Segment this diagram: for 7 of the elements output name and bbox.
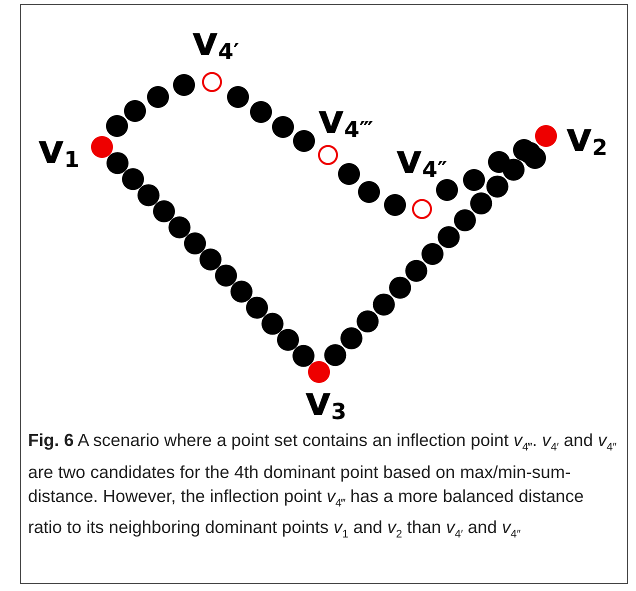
figure-caption: Fig. 6 A scenario where a point set contains an inflection point v$_{4‴}$. v$_{4′}$ and v$_{4″}$ are two candidates for the 4th dominant point based on max/min-sum-distance. However, the inflection point v$_{4‴}$ has a more balanced distance ratio to its neighboring dominant points v$_{1}$ and v$_{2}$ than v$_{4′}$ and v$_{4″}$ — [28, 429, 618, 542]
point-label: v$_{4′}$ — [192, 22, 240, 64]
point-label: v$_{2}$ — [566, 118, 608, 160]
point-label: v$_{4‴}$ — [318, 100, 374, 142]
point-label: v$_{3}$ — [305, 382, 346, 424]
point-label: v$_{1}$ — [38, 130, 80, 172]
point-label: v$_{4″}$ — [396, 140, 448, 182]
